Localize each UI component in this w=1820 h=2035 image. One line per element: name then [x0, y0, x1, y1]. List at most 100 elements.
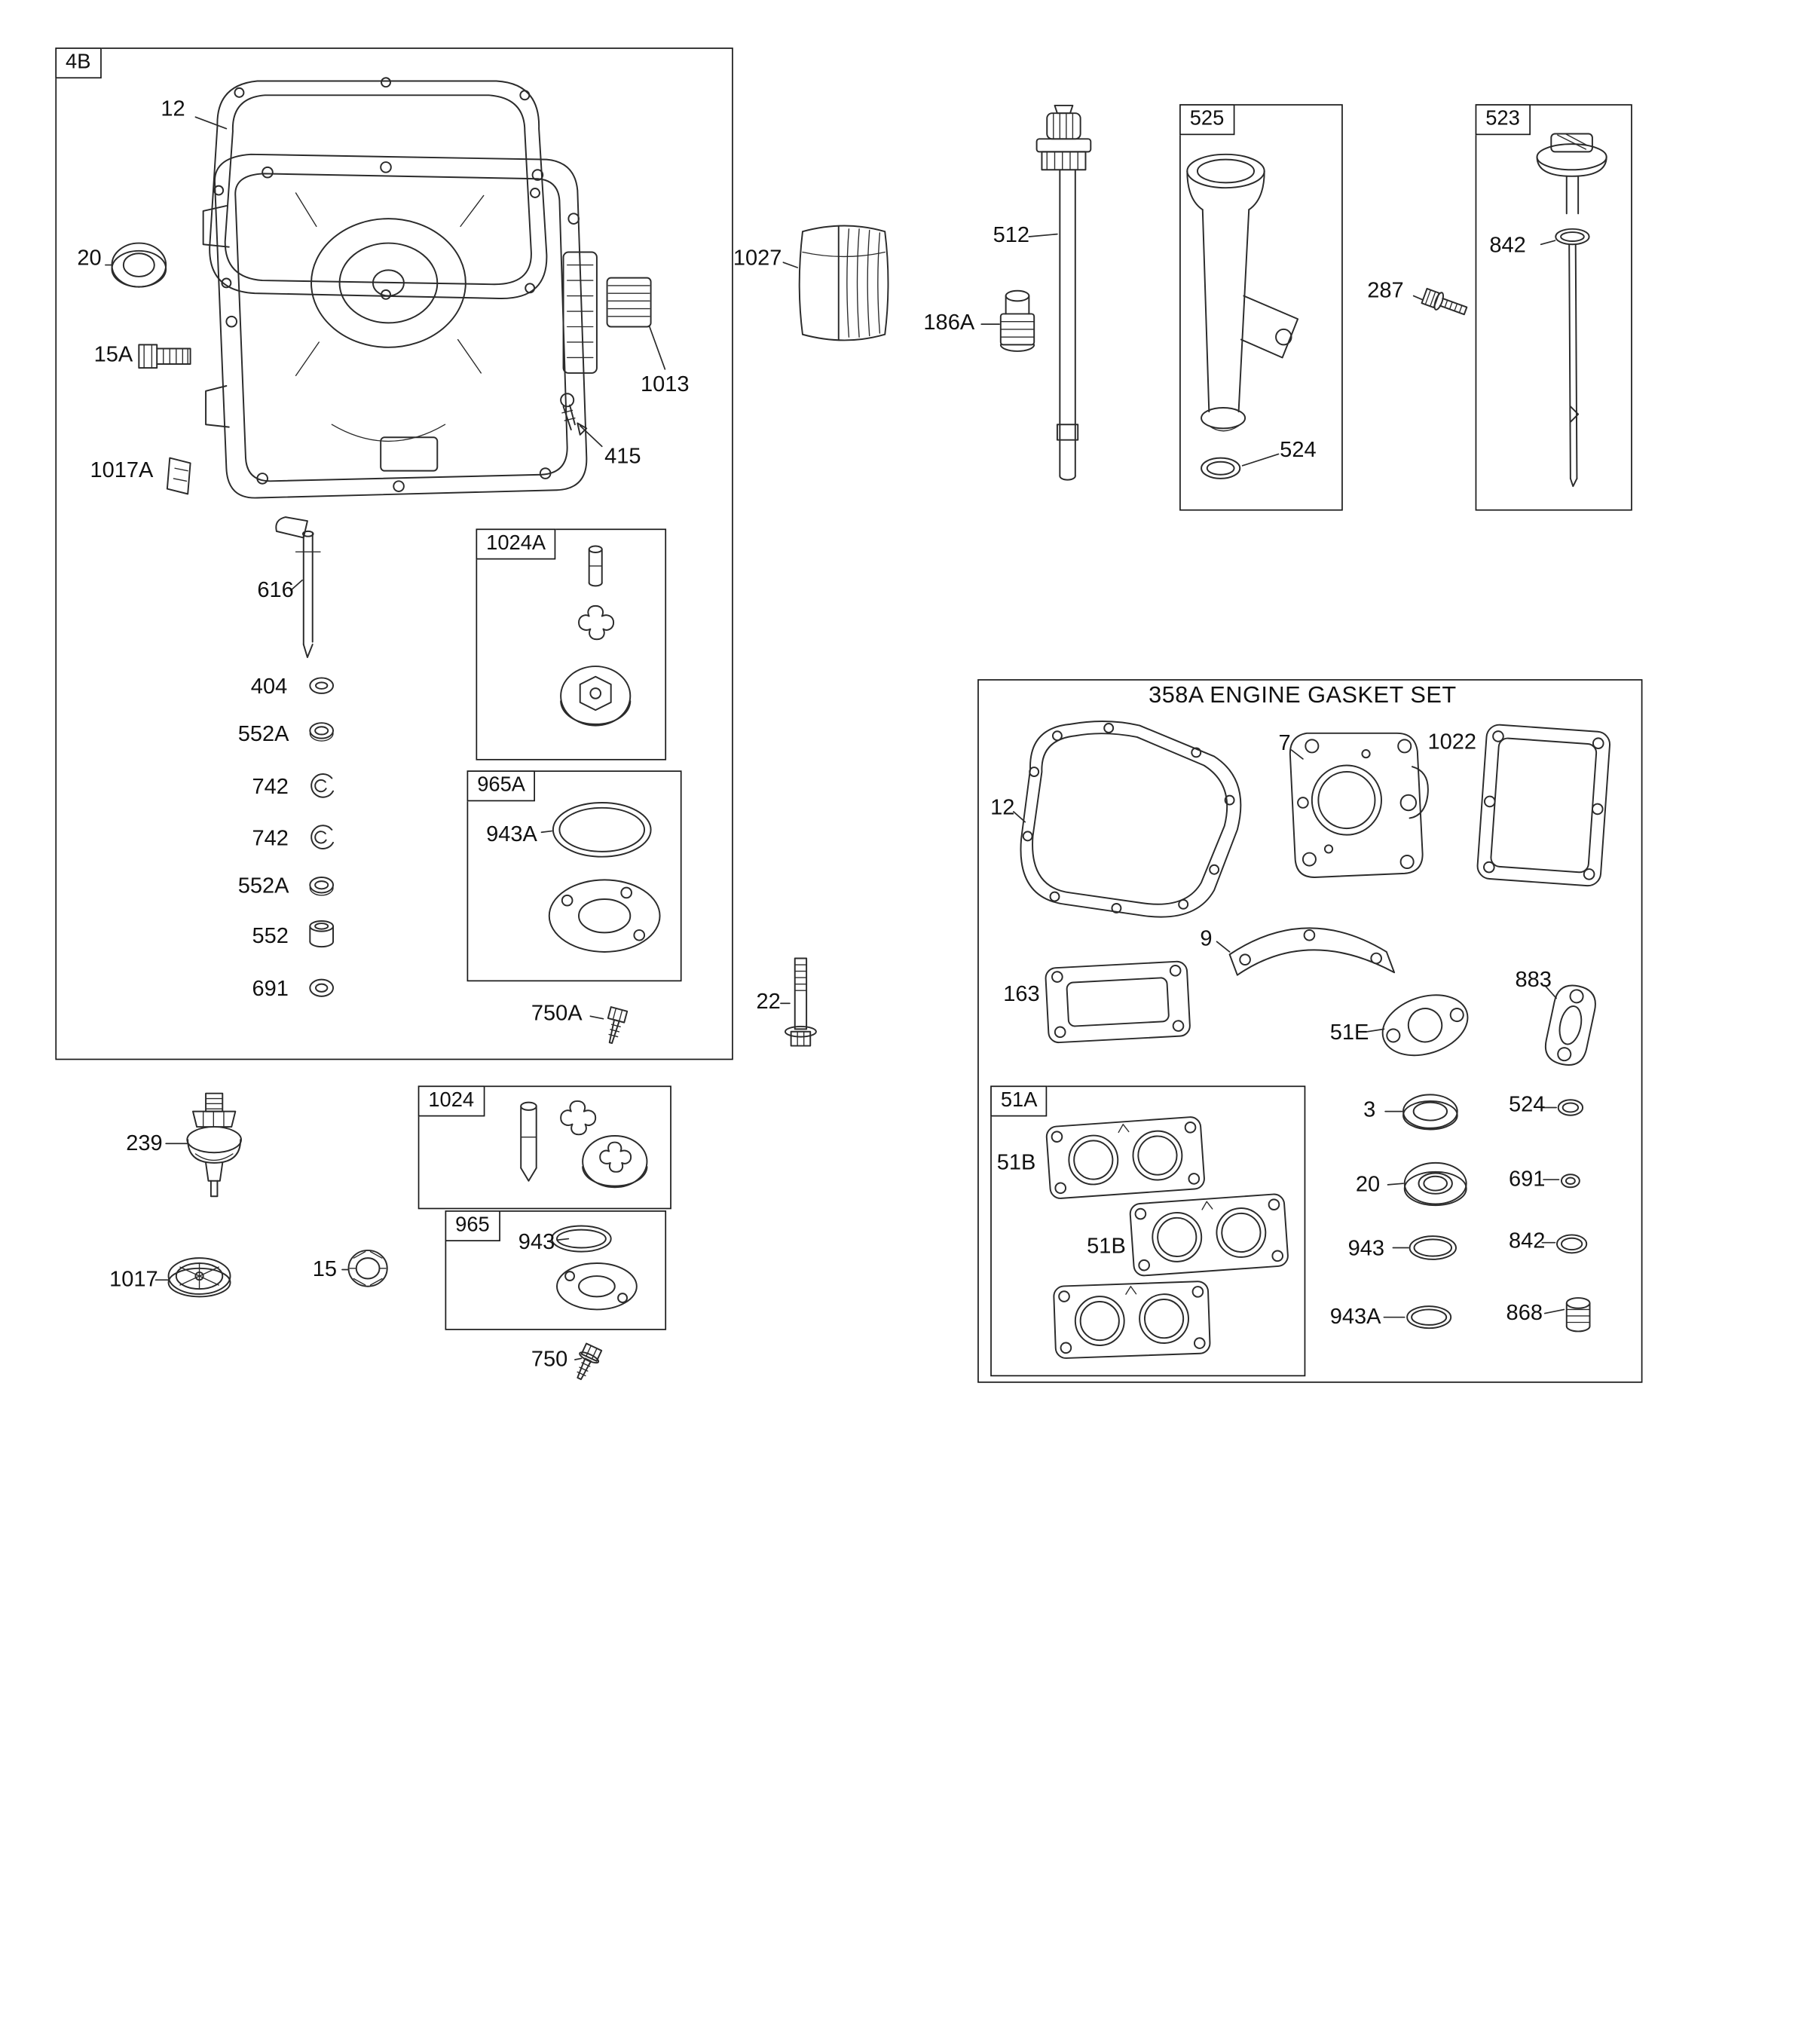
callout-22: 22 — [756, 989, 781, 1014]
callout-742-1: 742 — [252, 774, 289, 799]
box-label-525: 525 — [1179, 104, 1234, 136]
engine-sump-drawing — [202, 153, 598, 499]
gasket-9-drawing — [1216, 927, 1396, 976]
bolt-22-drawing — [784, 957, 817, 1047]
callout-415: 415 — [604, 443, 641, 469]
crankcase-gasket-12-drawing — [1013, 721, 1242, 918]
o-ring-842-dipstick-drawing — [1540, 228, 1590, 246]
callout-742-2: 742 — [252, 825, 289, 851]
oil-filter-1027-drawing — [798, 225, 889, 341]
callout-51B-2: 51B — [1087, 1233, 1126, 1259]
callout-1027: 1027 — [733, 245, 782, 271]
box-51A — [990, 1085, 1306, 1377]
callout-12-sump: 12 — [161, 96, 185, 121]
callout-239: 239 — [126, 1131, 163, 1155]
bearing-20-set-drawing — [1387, 1161, 1467, 1207]
callout-750A: 750A — [531, 1000, 583, 1026]
callout-943-965: 943 — [518, 1229, 555, 1255]
seal-3-drawing — [1384, 1094, 1458, 1131]
callout-3: 3 — [1363, 1097, 1376, 1122]
callout-163: 163 — [1003, 981, 1040, 1006]
bushing-552-drawing — [309, 920, 335, 948]
box-label-1024A: 1024A — [476, 528, 556, 560]
o-ring-842-set-drawing — [1541, 1234, 1588, 1254]
callout-552: 552 — [252, 923, 289, 948]
callout-7: 7 — [1278, 730, 1291, 755]
box-label-965A: 965A — [466, 770, 536, 802]
callout-9: 9 — [1200, 926, 1213, 951]
part-15-drawing — [341, 1249, 388, 1287]
manifold-gasket-51B-3-drawing — [1053, 1281, 1211, 1359]
callout-943A-965A: 943A — [486, 822, 537, 847]
fitting-186A-drawing — [999, 289, 1035, 352]
retainer-552A-1-drawing — [309, 722, 335, 742]
box-4B — [55, 47, 733, 1060]
part-1017-drawing — [154, 1257, 231, 1298]
insert-1013-drawing — [606, 277, 666, 370]
dipstick-523-drawing — [1536, 133, 1607, 488]
manifold-gasket-51B-2-drawing — [1129, 1193, 1289, 1277]
box-label-523: 523 — [1475, 104, 1531, 136]
screw-750-drawing — [577, 1342, 603, 1381]
callout-868: 868 — [1506, 1300, 1543, 1325]
valve-cover-gasket-1022-drawing — [1476, 724, 1610, 887]
gasket-set-title: 358A ENGINE GASKET SET — [1149, 681, 1457, 708]
ring-691-set-drawing — [1543, 1174, 1580, 1189]
leader-883 — [1543, 984, 1557, 999]
callout-1022: 1022 — [1427, 729, 1477, 754]
callout-287: 287 — [1367, 277, 1404, 303]
callout-15: 15 — [312, 1256, 338, 1281]
callout-186A: 186A — [923, 310, 975, 335]
callout-750: 750 — [531, 1346, 568, 1372]
box-965A — [466, 770, 682, 982]
head-gasket-7-drawing — [1289, 732, 1429, 878]
callout-51B-1: 51B — [996, 1149, 1036, 1175]
exhaust-gasket-51E-drawing — [1381, 994, 1469, 1057]
callout-943-set: 943 — [1347, 1236, 1385, 1261]
pressure-switch-239-drawing — [165, 1092, 242, 1198]
box-label-4B: 4B — [55, 47, 102, 79]
callout-616: 616 — [257, 577, 294, 602]
callout-691-set: 691 — [1508, 1166, 1546, 1192]
oil-pump-1024A-drawing — [560, 545, 632, 727]
callout-524-set: 524 — [1508, 1091, 1546, 1117]
callout-524-tube: 524 — [1280, 437, 1317, 462]
callout-512: 512 — [993, 222, 1030, 247]
callout-883: 883 — [1515, 967, 1552, 992]
screw-750A-drawing — [607, 1006, 629, 1045]
callout-1017: 1017 — [109, 1267, 158, 1292]
intake-gasket-163-drawing — [1045, 960, 1191, 1044]
callout-20-sump: 20 — [77, 245, 102, 271]
sump-gasket-drawing — [209, 77, 548, 300]
box-label-965: 965 — [445, 1210, 500, 1241]
o-ring-524-set-drawing — [1541, 1099, 1584, 1116]
callout-691-sump: 691 — [252, 976, 289, 1001]
callout-15A: 15A — [93, 341, 133, 367]
box-523 — [1475, 104, 1632, 511]
screw-287-drawing — [1421, 287, 1468, 316]
washer-691-drawing — [309, 978, 335, 997]
o-ring-943A-set-drawing — [1383, 1305, 1452, 1330]
box-965 — [445, 1210, 667, 1330]
box-label-51A: 51A — [990, 1085, 1048, 1117]
callout-842-set: 842 — [1508, 1228, 1546, 1253]
gasket-883-drawing — [1544, 984, 1596, 1066]
plug-15A-drawing — [138, 344, 191, 369]
callout-51E: 51E — [1329, 1020, 1369, 1045]
plug-868-drawing — [1543, 1297, 1591, 1333]
oil-pump-1024-drawing — [520, 1100, 648, 1189]
box-1024 — [418, 1085, 671, 1210]
callout-1017A: 1017A — [90, 457, 154, 483]
e-ring-742-1-drawing — [310, 773, 335, 798]
dipstick-tube-512-drawing — [1035, 104, 1092, 481]
leader-lines — [105, 116, 1424, 1360]
callout-12-gasket: 12 — [990, 794, 1015, 820]
callout-552A-2: 552A — [237, 873, 289, 898]
callout-552A-1: 552A — [237, 721, 289, 746]
e-ring-742-2-drawing — [310, 825, 335, 849]
screw-415-drawing — [560, 393, 603, 448]
cover-kit-965-drawing — [551, 1225, 638, 1311]
box-525 — [1179, 104, 1343, 511]
